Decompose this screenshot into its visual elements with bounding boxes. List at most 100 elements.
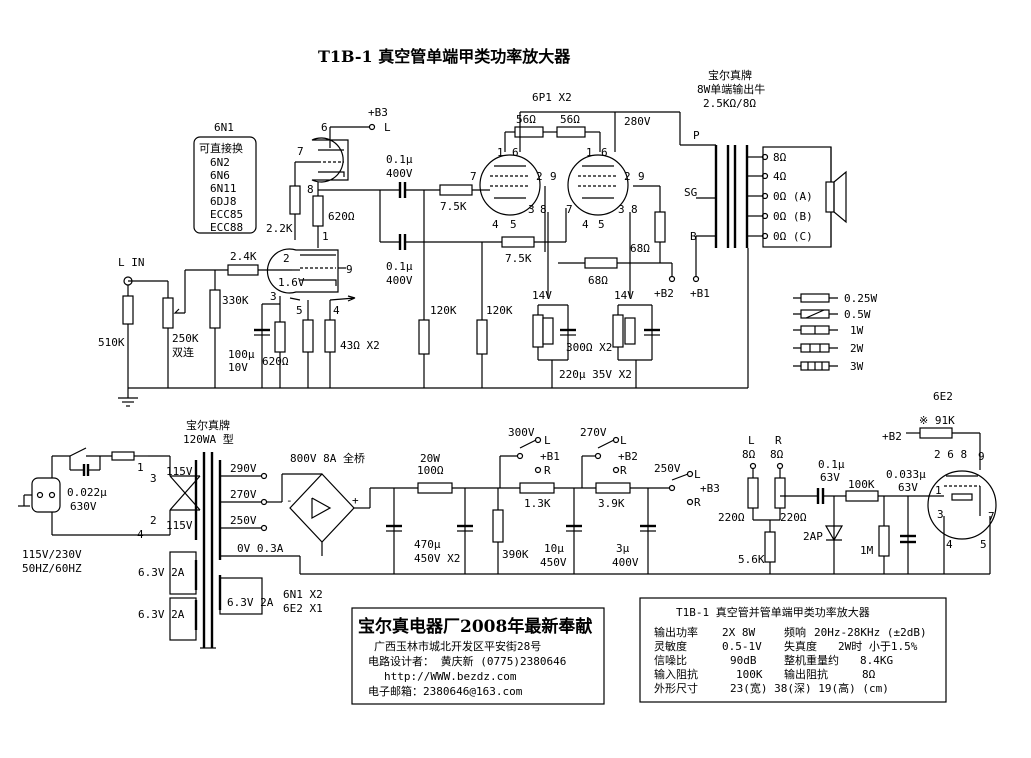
specs-title: T1B-1 真空管并管单端甲类功率放大器 bbox=[676, 605, 870, 619]
tb-pin4: 4 bbox=[582, 218, 589, 231]
v1-supply: +B3 bbox=[368, 106, 388, 119]
tuning-indicator-circuit: 6E2 ※ 91K +B2 2 6 8 9 1 3 7 4 5 L R 8Ω 8… bbox=[718, 390, 997, 574]
spec-3-3: 8Ω bbox=[862, 668, 876, 681]
tb-pin1: 1 bbox=[586, 146, 593, 159]
spec-2-3: 8.4KG bbox=[860, 654, 893, 667]
output-stage: 6P1 X2 56Ω 56Ω 280V 1 6 7 2 9 4 5 3 8 bbox=[470, 91, 716, 388]
heater-tubes: 6N1 X2 bbox=[283, 588, 323, 601]
c01v-label: 63V bbox=[820, 471, 840, 484]
tap-0: 8Ω bbox=[773, 151, 787, 164]
ta-pin7: 7 bbox=[470, 170, 477, 183]
resistor-620b bbox=[274, 321, 286, 353]
resistor-300a bbox=[532, 314, 544, 348]
spec-1-2: 失真度 bbox=[784, 639, 817, 653]
resistor-620a bbox=[312, 195, 324, 227]
spec-0-0: 输出功率 bbox=[654, 625, 698, 639]
resistor-56b bbox=[556, 126, 586, 138]
r510-label: 510K bbox=[98, 336, 125, 349]
sec-290: 290V bbox=[230, 462, 257, 475]
pt-pin2: 2 bbox=[150, 514, 157, 527]
maker-address: 广西玉林市城北开发区平安街28号 bbox=[374, 639, 541, 653]
r620a-label: 620Ω bbox=[328, 210, 355, 223]
c220-label: 220μ 35V X2 bbox=[559, 368, 632, 381]
ta-pin4: 4 bbox=[492, 218, 499, 231]
r13-label: 1.3K bbox=[524, 497, 551, 510]
ta-pin5: 5 bbox=[510, 218, 517, 231]
resistor-wattage-legend: 0.25W 0.5W 1W 2W 3W bbox=[793, 292, 877, 373]
resistor-68-v bbox=[654, 211, 666, 243]
r56b-label: 56Ω bbox=[560, 113, 580, 126]
r91-label: ※ 91K bbox=[919, 414, 955, 427]
ta-pin3: 3 bbox=[528, 203, 535, 216]
output-tubes-name: 6P1 X2 bbox=[532, 91, 572, 104]
spec-4-0: 外形尺寸 bbox=[654, 681, 698, 695]
resistor-120ka bbox=[418, 319, 430, 355]
spec-1-3: 2W时 小于1.5% bbox=[838, 640, 918, 653]
ot-sg: SG bbox=[684, 186, 697, 199]
diode-icon bbox=[824, 525, 844, 542]
c10v-label: 450V bbox=[540, 556, 567, 569]
maker-email: 电子邮箱：2380646@163.com bbox=[368, 684, 523, 698]
v280-label: 280V bbox=[624, 115, 651, 128]
ind-l8: 8Ω bbox=[742, 448, 756, 461]
bridge-plus: + bbox=[352, 494, 359, 507]
spec-1-0: 灵敏度 bbox=[654, 639, 687, 653]
legend-0: 0.25W bbox=[844, 292, 877, 305]
bridge-label: 800V 8A 全桥 bbox=[290, 451, 365, 465]
tb-pin3: 3 bbox=[618, 203, 625, 216]
v1-supply-ch: L bbox=[384, 121, 391, 134]
r56k-label: 5.6K bbox=[738, 553, 765, 566]
h2-label: 6.3V 2A bbox=[138, 608, 185, 621]
resistor-510k bbox=[122, 295, 134, 325]
spec-3-2: 输出阻抗 bbox=[784, 667, 828, 681]
tb-pin7: 7 bbox=[566, 203, 573, 216]
spec-4-1: 23(宽) 38(深) 19(高) (cm) bbox=[730, 681, 889, 695]
coupling-network: 0.1μ 400V 7.5K 120K 0.1μ 400V 7.5K 120K bbox=[379, 153, 567, 388]
bridge-minus: - bbox=[286, 494, 293, 507]
c2-label: 0.1μ bbox=[386, 260, 413, 273]
resistor-56a bbox=[514, 126, 544, 138]
pt-pin3: 3 bbox=[150, 472, 157, 485]
equiv-4: ECC85 bbox=[210, 208, 243, 221]
ot-imp: 2.5KΩ/8Ω bbox=[703, 97, 756, 110]
ta-pin2: 2 bbox=[536, 170, 543, 183]
equiv-5: ECC88 bbox=[210, 221, 243, 234]
ind-pin4: 4 bbox=[946, 538, 953, 551]
r300-label: 300Ω X2 bbox=[566, 341, 612, 354]
pin6-label: 6 bbox=[321, 121, 328, 134]
r220b-label: 220Ω bbox=[780, 511, 807, 524]
ta-pin1: 1 bbox=[497, 146, 504, 159]
schematic-title: T1B-1 真空管单端甲类功率放大器 bbox=[318, 47, 571, 66]
spec-0-3: 20Hz-28KHz (±2dB) bbox=[814, 626, 927, 639]
ps-r2: R bbox=[620, 464, 627, 477]
resistor-2-2k bbox=[289, 185, 301, 215]
pin8-label: 8 bbox=[307, 183, 314, 196]
r39k-label: 3.9K bbox=[598, 497, 625, 510]
pt-pin4: 4 bbox=[137, 528, 144, 541]
resistor-5-6k bbox=[764, 531, 776, 563]
v14b-label: 14V bbox=[614, 289, 634, 302]
r43-label: 43Ω X2 bbox=[340, 339, 380, 352]
r22k-label: 2.2K bbox=[266, 222, 293, 235]
volume-pot bbox=[162, 297, 174, 329]
ind-pin3: 3 bbox=[937, 508, 944, 521]
tube-substitution-box: 6N1 可直接换 6N2 6N6 6N11 6DJ8 ECC85 ECC88 bbox=[193, 121, 257, 234]
tap-1: 4Ω bbox=[773, 170, 787, 183]
legend-4: 3W bbox=[850, 360, 864, 373]
maker-designer: 电路设计者： 黄庆新 (0775)2380646 bbox=[368, 654, 566, 668]
maker-headline: 宝尔真电器厂2008年最新奉献 bbox=[358, 616, 592, 637]
triode-lower-icon bbox=[266, 248, 339, 294]
h3-label: 6.3V 2A bbox=[227, 596, 274, 609]
power-switch-icon bbox=[69, 447, 87, 457]
ind-r: R bbox=[775, 434, 782, 447]
r330-label: 330K bbox=[222, 294, 249, 307]
r75b-label: 7.5K bbox=[505, 252, 532, 265]
r56a-label: 56Ω bbox=[516, 113, 536, 126]
r20w-label: 20W bbox=[420, 452, 440, 465]
power-supply: 宝尔真牌 120WA 型 0.022μ 630V 115V/230V 50HZ/… bbox=[18, 418, 990, 649]
ind-r8: 8Ω bbox=[770, 448, 784, 461]
c1-label: 0.1μ bbox=[386, 153, 413, 166]
tap-2: 0Ω (A) bbox=[773, 190, 813, 203]
ot-b: B bbox=[690, 230, 697, 243]
